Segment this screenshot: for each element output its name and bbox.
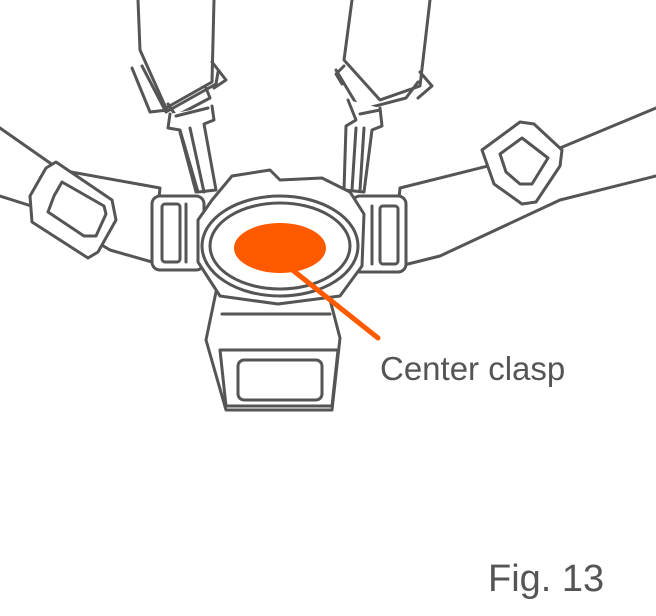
left-buckle-tongue [166, 104, 218, 194]
center-clasp-highlight [234, 223, 326, 273]
crotch-strap [204, 290, 342, 412]
left-shoulder-strap [130, 0, 228, 118]
right-shoulder-strap [334, 0, 434, 112]
callout-leader-line [287, 265, 381, 341]
figure-label: Fig. 13 [488, 558, 605, 600]
callout-label: Center clasp [380, 350, 566, 387]
right-buckle-tongue [342, 98, 384, 194]
left-strap-adjuster [150, 194, 206, 272]
right-waist-strap [390, 106, 656, 270]
center-clasp-callout [234, 223, 381, 341]
left-waist-strap [0, 126, 162, 264]
